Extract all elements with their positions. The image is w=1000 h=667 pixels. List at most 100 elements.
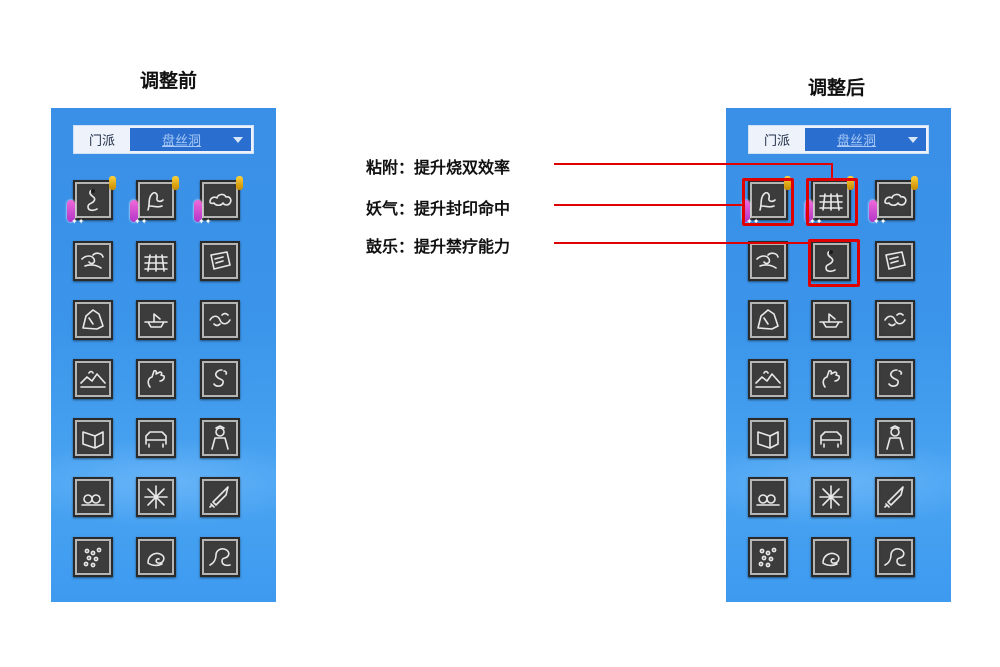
web-icon bbox=[817, 186, 845, 214]
after-skill-21[interactable] bbox=[875, 537, 915, 577]
after-skill-15[interactable] bbox=[875, 418, 915, 458]
burst-icon bbox=[79, 483, 107, 511]
dragon-icon bbox=[206, 543, 234, 571]
sect-label: 门派 bbox=[763, 134, 790, 149]
leader-line-adhere-drop bbox=[831, 163, 833, 179]
snake-coil-icon bbox=[817, 247, 845, 275]
serpent-icon bbox=[206, 365, 234, 393]
highlight-box-adhere bbox=[742, 178, 794, 226]
after-skill-7[interactable] bbox=[748, 300, 788, 340]
figure-icon bbox=[881, 424, 909, 452]
before-skill-9[interactable] bbox=[200, 300, 240, 340]
pendant-icon bbox=[805, 200, 813, 222]
chevron-down-icon[interactable] bbox=[908, 136, 918, 143]
rock-icon bbox=[79, 306, 107, 334]
after-skill-8[interactable] bbox=[811, 300, 851, 340]
couch-icon bbox=[142, 424, 170, 452]
before-skill-10[interactable] bbox=[73, 359, 113, 399]
after-skill-17[interactable] bbox=[811, 477, 851, 517]
before-skill-4[interactable] bbox=[73, 241, 113, 281]
after-skill-5[interactable] bbox=[811, 241, 851, 281]
sparkle-icon: ✦✦ bbox=[809, 217, 823, 226]
before-skill-7[interactable] bbox=[73, 300, 113, 340]
before-skill-15[interactable] bbox=[200, 418, 240, 458]
book-icon bbox=[79, 424, 107, 452]
sect-dropdown-value: 盘丝洞 bbox=[161, 134, 201, 149]
before-skill-16[interactable] bbox=[73, 477, 113, 517]
hand-icon bbox=[817, 365, 845, 393]
leader-line-drum-music bbox=[554, 242, 808, 244]
before-skill-8[interactable] bbox=[136, 300, 176, 340]
annotation-adhere: 粘附：提升烧双效率 bbox=[366, 158, 511, 177]
sword-icon bbox=[206, 483, 234, 511]
tassel-icon bbox=[236, 176, 243, 190]
after-skill-18[interactable] bbox=[875, 477, 915, 517]
vine-icon bbox=[881, 306, 909, 334]
dragon-icon bbox=[881, 543, 909, 571]
before-skill-1[interactable] bbox=[73, 180, 113, 220]
pendant-icon bbox=[130, 200, 138, 222]
after-skill-2[interactable] bbox=[811, 180, 851, 220]
before-skill-21[interactable] bbox=[200, 537, 240, 577]
sword-icon bbox=[881, 483, 909, 511]
before-skill-19[interactable] bbox=[73, 537, 113, 577]
landscape-icon bbox=[754, 365, 782, 393]
annotation-drum-music: 鼓乐：提升禁疗能力 bbox=[366, 237, 511, 256]
after-skill-19[interactable] bbox=[748, 537, 788, 577]
sparkle-icon: ✦✦ bbox=[134, 217, 148, 226]
after-skill-11[interactable] bbox=[811, 359, 851, 399]
spark-icon bbox=[817, 483, 845, 511]
before-skill-6[interactable] bbox=[200, 241, 240, 281]
before-skill-13[interactable] bbox=[73, 418, 113, 458]
sect-dropdown[interactable]: 盘丝洞 bbox=[130, 128, 251, 151]
sect-selector: 门派 盘丝洞 bbox=[73, 125, 254, 154]
sect-label: 门派 bbox=[88, 134, 115, 149]
after-skill-10[interactable] bbox=[748, 359, 788, 399]
before-skill-3[interactable] bbox=[200, 180, 240, 220]
scroll-icon bbox=[881, 247, 909, 275]
after-skill-4[interactable] bbox=[748, 241, 788, 281]
cloud-swirl-icon bbox=[206, 186, 234, 214]
web-icon bbox=[142, 247, 170, 275]
leader-line-demon-aura bbox=[554, 204, 744, 206]
after-skill-13[interactable] bbox=[748, 418, 788, 458]
swirl-creature-icon bbox=[817, 543, 845, 571]
dots-icon bbox=[754, 543, 782, 571]
before-skill-20[interactable] bbox=[136, 537, 176, 577]
landscape-icon bbox=[79, 365, 107, 393]
before-skill-12[interactable] bbox=[200, 359, 240, 399]
before-skill-17[interactable] bbox=[136, 477, 176, 517]
rock-icon bbox=[754, 306, 782, 334]
before-heading: 调整前 bbox=[140, 70, 198, 92]
tassel-icon bbox=[911, 176, 918, 190]
after-skill-1[interactable] bbox=[748, 180, 788, 220]
pendant-icon bbox=[67, 200, 75, 222]
creature-icon bbox=[754, 186, 782, 214]
chevron-down-icon[interactable] bbox=[233, 136, 243, 143]
before-skill-11[interactable] bbox=[136, 359, 176, 399]
after-skill-3[interactable] bbox=[875, 180, 915, 220]
wind-swirl-icon bbox=[754, 247, 782, 275]
boat-icon bbox=[142, 306, 170, 334]
after-skill-9[interactable] bbox=[875, 300, 915, 340]
book-icon bbox=[754, 424, 782, 452]
burst-icon bbox=[754, 483, 782, 511]
dots-icon bbox=[79, 543, 107, 571]
after-skill-14[interactable] bbox=[811, 418, 851, 458]
after-skill-16[interactable] bbox=[748, 477, 788, 517]
before-skill-5[interactable] bbox=[136, 241, 176, 281]
pendant-icon bbox=[742, 200, 750, 222]
vine-icon bbox=[206, 306, 234, 334]
before-skill-2[interactable] bbox=[136, 180, 176, 220]
cloud-swirl-icon bbox=[881, 186, 909, 214]
sect-dropdown[interactable]: 盘丝洞 bbox=[805, 128, 926, 151]
after-skill-6[interactable] bbox=[875, 241, 915, 281]
before-skill-14[interactable] bbox=[136, 418, 176, 458]
leader-line-adhere bbox=[554, 163, 833, 165]
after-skill-20[interactable] bbox=[811, 537, 851, 577]
before-skill-18[interactable] bbox=[200, 477, 240, 517]
after-heading: 调整后 bbox=[808, 77, 866, 99]
scroll-icon bbox=[206, 247, 234, 275]
after-skill-12[interactable] bbox=[875, 359, 915, 399]
after-skill-panel: 门派 盘丝洞 ✦✦✦✦✦✦ bbox=[726, 108, 951, 602]
